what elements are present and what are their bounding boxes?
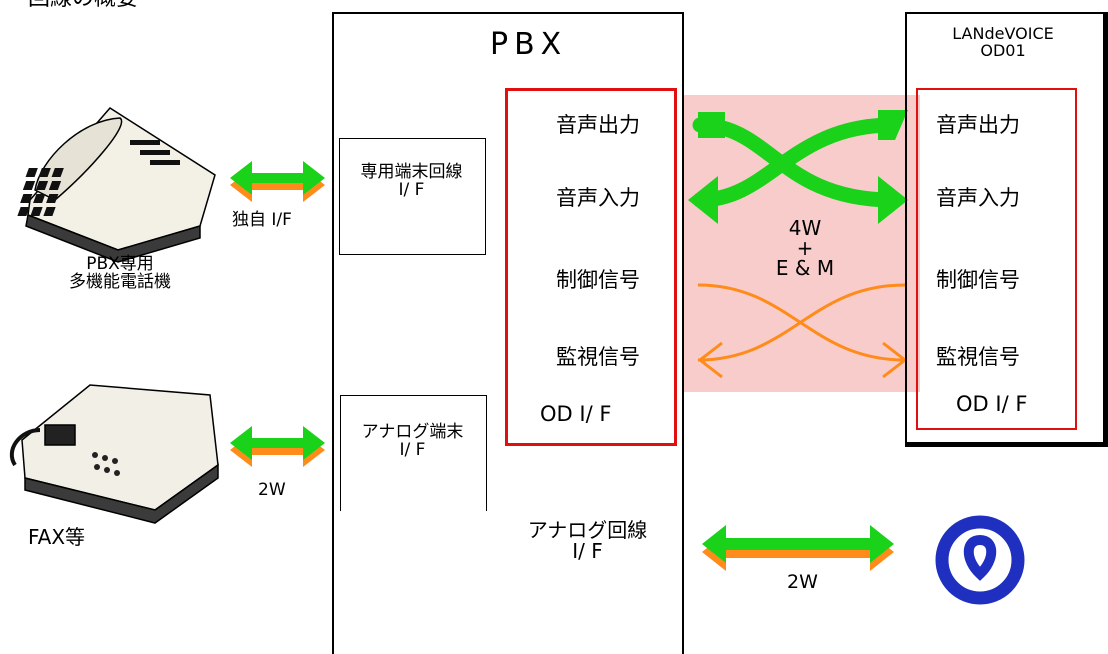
voice-arrow-head-right	[878, 176, 908, 224]
phone-label: PBX専用 多機能電話機	[69, 254, 171, 292]
pbx-od-if-box	[505, 88, 677, 446]
ntt-logo-icon	[935, 515, 1025, 605]
voice-arrow-head-left	[688, 176, 718, 224]
fax-link-arrow	[230, 426, 325, 467]
pbx-box	[332, 12, 684, 654]
fax-label: FAX等	[28, 525, 86, 549]
voice-arrow-tail-left	[698, 112, 725, 138]
analog-terminal-if-label: アナログ端末 I/ F	[361, 422, 464, 460]
fax-machine-illustration	[9, 384, 219, 524]
pbx-od-if-label: OD I/ F	[540, 402, 612, 426]
voice-arrow-tail-right	[878, 110, 908, 140]
pbx-voice-out-label: 音声出力	[556, 113, 640, 137]
device-od-if-label: OD I/ F	[956, 392, 1028, 416]
pbx-phone-illustration	[17, 107, 216, 263]
device-od-if-box	[916, 88, 1077, 430]
phone-link-arrow	[230, 161, 325, 202]
analog-line-link-arrow	[702, 525, 894, 571]
analog-terminal-if-box	[340, 395, 487, 511]
landevoice-device-box	[905, 12, 1108, 447]
landevoice-device-name: LANdeVOICE OD01	[952, 24, 1054, 60]
dedicated-terminal-if-label: 専用端末回線 I/ F	[360, 162, 463, 200]
device-control-signal-label: 制御信号	[936, 268, 1020, 292]
device-voice-in-label: 音声入力	[936, 186, 1020, 210]
device-voice-out-label: 音声出力	[936, 113, 1020, 137]
connection-label: 4W + E & M	[775, 216, 835, 280]
device-monitor-signal-label: 監視信号	[936, 345, 1020, 369]
fax-link-label: 2W	[258, 480, 286, 500]
analog-line-link-label: 2W	[787, 571, 818, 593]
pbx-monitor-signal-label: 監視信号	[556, 345, 640, 369]
pbx-voice-in-label: 音声入力	[556, 186, 640, 210]
page-title: 回線の概要	[28, 0, 138, 10]
dedicated-terminal-if-box	[339, 138, 486, 255]
analog-line-if-label: アナログ回線 I/ F	[527, 518, 648, 563]
pbx-title: PBX	[490, 27, 568, 62]
pbx-control-signal-label: 制御信号	[556, 268, 640, 292]
phone-link-label: 独自 I/F	[232, 210, 292, 230]
